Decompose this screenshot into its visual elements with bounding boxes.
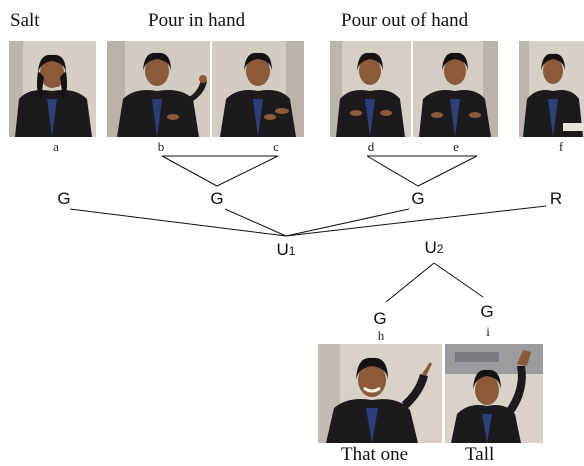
branch-line-c-g — [216, 155, 279, 187]
frame-letter-d: d — [367, 139, 375, 154]
person-photo-e — [413, 41, 498, 137]
node-r-right: R — [549, 189, 563, 208]
branch-line-d-g — [366, 155, 419, 187]
caption-that-one: That one — [341, 444, 409, 465]
person-photo-b — [107, 41, 210, 137]
photo-frame-i — [445, 344, 543, 443]
person-photo-h — [318, 344, 442, 443]
caption-pour-out-of-hand: Pour out of hand — [341, 10, 469, 31]
node-g-h: G — [373, 309, 387, 328]
branch-line-e-g — [417, 155, 478, 187]
photo-frame-h — [318, 344, 442, 443]
node-u1: U1 — [277, 240, 296, 260]
branch-line-r-u1 — [285, 205, 547, 237]
frame-letter-h: h — [377, 328, 385, 343]
frame-letter-b: b — [157, 139, 165, 154]
node-g-mid-right: G — [411, 189, 425, 208]
frame-letter-i: i — [486, 324, 490, 339]
node-u2-subscript: 2 — [436, 242, 444, 256]
node-u1-base: U — [276, 240, 289, 259]
node-g-i: G — [480, 302, 494, 321]
node-u1-subscript: 1 — [288, 244, 296, 258]
photo-frame-e — [413, 41, 498, 137]
caption-tall: Tall — [465, 444, 495, 465]
photo-frame-f — [519, 41, 584, 137]
photo-frame-d — [330, 41, 411, 137]
node-u2-base: U — [424, 238, 437, 257]
person-photo-c — [212, 41, 304, 137]
node-g-left: G — [57, 189, 71, 208]
branch-line-g-left-u1 — [69, 208, 287, 237]
frame-letter-c: c — [273, 139, 279, 154]
node-g-mid-left: G — [210, 189, 224, 208]
branch-line-u2-gi — [433, 262, 484, 298]
person-photo-d — [330, 41, 411, 137]
branch-line-g-midleft-u1 — [224, 208, 287, 237]
photo-frame-a — [9, 41, 96, 137]
branch-line-b-g — [161, 155, 218, 187]
branch-line-g-midright-u1 — [285, 208, 410, 237]
photo-frame-c — [212, 41, 304, 137]
person-photo-f — [519, 41, 584, 137]
frame-letter-a: a — [53, 139, 59, 154]
node-u2: U2 — [425, 238, 444, 258]
photo-frame-b — [107, 41, 210, 137]
person-photo-i — [445, 344, 543, 443]
frame-letter-f: f — [558, 139, 564, 154]
person-photo-a — [9, 41, 96, 137]
caption-pour-in-hand: Pour in hand — [148, 10, 246, 31]
caption-salt: Salt — [10, 10, 40, 31]
frame-letter-e: e — [453, 139, 459, 154]
branch-line-u2-gh — [385, 262, 435, 303]
